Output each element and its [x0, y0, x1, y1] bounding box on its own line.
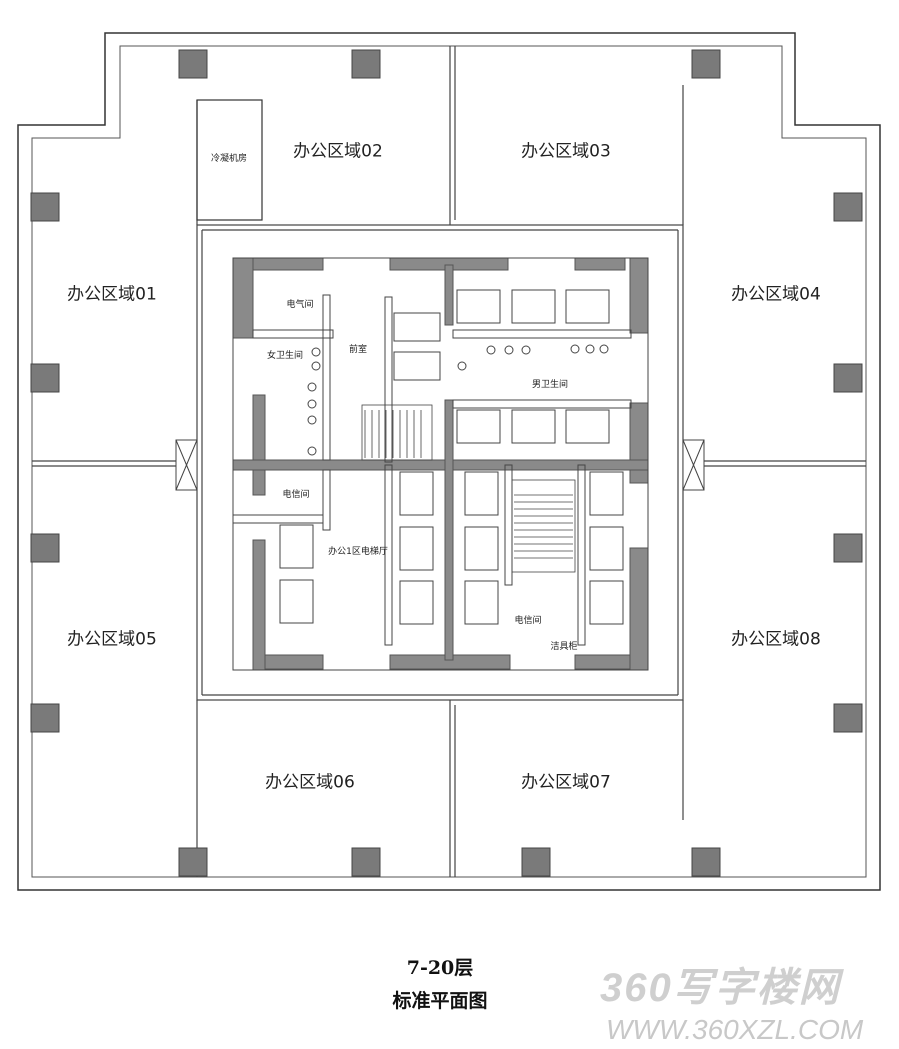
office-zone-05: 办公区域05: [67, 629, 157, 650]
room-womens-wc: 女卫生间: [266, 351, 304, 362]
elevator-cars: [279, 289, 624, 625]
room-condenser: 冷凝机房: [210, 154, 248, 165]
office-zone-06: 办公区域06: [265, 772, 355, 793]
room-telecom-left: 电信间: [282, 490, 310, 501]
office-zone-07: 办公区域07: [521, 772, 611, 793]
room-janitor: 洁具柜: [550, 642, 578, 653]
watermark-url: WWW.360XZL.COM: [606, 1014, 864, 1045]
core-walls: [232, 257, 649, 671]
side-shafts: [175, 439, 705, 491]
office-zone-08: 办公区域08: [731, 629, 821, 650]
condenser-room: [196, 99, 263, 221]
curtain-wall-inner: [31, 45, 867, 878]
room-front: 前室: [348, 345, 368, 356]
stairs: [361, 404, 576, 573]
office-zone-03: 办公区域03: [521, 141, 611, 162]
structural-columns: [30, 49, 863, 877]
plan-floors: 7-20层: [406, 957, 474, 979]
building-outline: [17, 32, 881, 891]
room-telecom-right: 电信间: [514, 616, 542, 627]
room-elevator-lobby: 办公1区电梯厅: [328, 547, 388, 558]
office-zone-04: 办公区域04: [731, 284, 821, 305]
toilet-fixtures: [307, 344, 609, 456]
office-zone-01: 办公区域01: [67, 284, 157, 305]
office-zone-02: 办公区域02: [293, 141, 383, 162]
room-electrical: 电气间: [286, 300, 314, 311]
plan-title: 标准平面图: [392, 990, 488, 1012]
room-mens-wc: 男卫生间: [531, 380, 569, 391]
watermark-brand: 360写字楼网: [600, 966, 841, 1010]
